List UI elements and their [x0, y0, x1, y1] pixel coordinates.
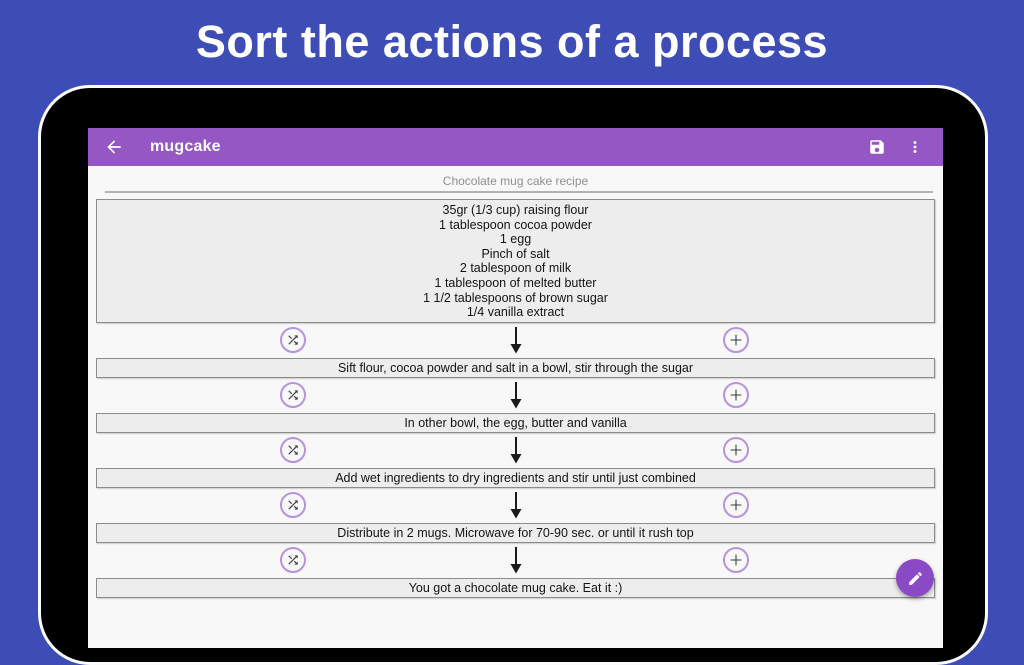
plus-icon	[730, 444, 742, 456]
swap-steps-button[interactable]	[280, 382, 306, 409]
step-text: You got a chocolate mug cake. Eat it :)	[408, 580, 623, 595]
process-name-underline	[105, 191, 933, 193]
app-screen: mugcake Chocolate mug cake recipe 35gr (…	[88, 128, 943, 648]
flow-arrow	[509, 491, 523, 519]
plus-icon	[730, 334, 742, 346]
arrow-down-icon	[510, 327, 521, 354]
add-step-button[interactable]	[723, 547, 749, 574]
edit-fab[interactable]	[896, 559, 934, 597]
swap-steps-button[interactable]	[280, 492, 306, 519]
step-text: 1 egg	[499, 232, 532, 247]
step-box[interactable]: You got a chocolate mug cake. Eat it :)	[96, 577, 935, 598]
app-toolbar: mugcake	[88, 128, 943, 166]
toolbar-title: mugcake	[150, 138, 221, 155]
back-icon[interactable]	[102, 135, 126, 159]
arrow-down-icon	[510, 382, 521, 409]
connector-row	[96, 488, 935, 523]
swap-steps-button[interactable]	[280, 547, 306, 574]
plus-icon	[730, 499, 742, 511]
step-box[interactable]: Add wet ingredients to dry ingredients a…	[96, 467, 935, 488]
pencil-icon	[908, 571, 922, 585]
shuffle-icon	[288, 500, 298, 510]
flow-arrow	[509, 381, 523, 409]
swap-steps-button[interactable]	[280, 327, 306, 354]
step-text: 35gr (1/3 cup) raising flour	[442, 203, 589, 217]
tablet-frame: mugcake Chocolate mug cake recipe 35gr (…	[38, 85, 988, 665]
shuffle-icon	[288, 555, 298, 565]
step-box[interactable]: Sift flour, cocoa powder and salt in a b…	[96, 357, 935, 378]
shuffle-icon	[288, 390, 298, 400]
step-text: 1 tablespoon of melted butter	[434, 275, 597, 290]
step-box[interactable]: Distribute in 2 mugs. Microwave for 70-9…	[96, 522, 935, 543]
connector-row	[96, 378, 935, 413]
step-text: 2 tablespoon of milk	[459, 261, 572, 276]
add-step-button[interactable]	[723, 382, 749, 409]
step-text: 1/4 vanilla extract	[466, 305, 565, 320]
plus-icon	[730, 554, 742, 566]
add-step-button[interactable]	[723, 492, 749, 519]
add-step-button[interactable]	[723, 327, 749, 354]
flow-arrow	[509, 546, 523, 574]
page-title: Sort the actions of a process	[195, 16, 829, 67]
connector-row	[96, 433, 935, 468]
flow-arrow	[509, 436, 523, 464]
step-box[interactable]: In other bowl, the egg, butter and vanil…	[96, 412, 935, 433]
save-icon[interactable]	[865, 135, 889, 159]
plus-icon	[730, 389, 742, 401]
step-text: Pinch of salt	[481, 246, 550, 261]
step-text: Add wet ingredients to dry ingredients a…	[335, 470, 696, 485]
process-name-field[interactable]: Chocolate mug cake recipe	[442, 174, 589, 188]
shuffle-icon	[288, 335, 298, 345]
step-text: 1 tablespoon cocoa powder	[439, 217, 592, 232]
overflow-menu-icon[interactable]	[903, 135, 927, 159]
add-step-button[interactable]	[723, 437, 749, 464]
arrow-down-icon	[510, 547, 521, 574]
swap-steps-button[interactable]	[280, 437, 306, 464]
arrow-down-icon	[510, 492, 521, 519]
flow-arrow	[509, 326, 523, 354]
step-text: Distribute in 2 mugs. Microwave for 70-9…	[337, 525, 694, 540]
connector-row	[96, 543, 935, 578]
arrow-down-icon	[510, 437, 521, 464]
connector-row	[96, 323, 935, 358]
step-text: 1 1/2 tablespoons of brown sugar	[423, 290, 608, 305]
step-text: Sift flour, cocoa powder and salt in a b…	[337, 360, 694, 375]
step-text: In other bowl, the egg, butter and vanil…	[404, 415, 627, 430]
shuffle-icon	[288, 445, 298, 455]
banner: Sort the actions of a process	[0, 0, 1024, 84]
